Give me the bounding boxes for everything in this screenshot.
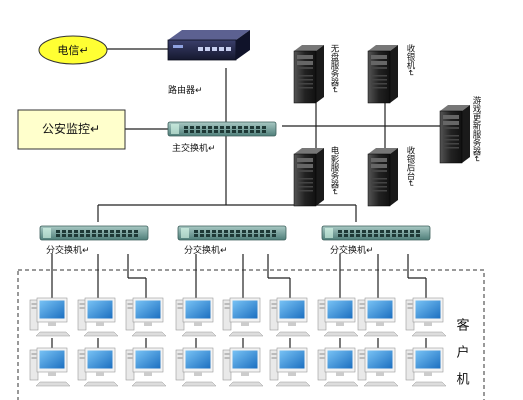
access-switch-3-label: 分交换机↵: [330, 244, 374, 256]
clients-label: 客户机: [454, 317, 470, 399]
access-switch-2-icon: [177, 225, 287, 241]
router-icon: [167, 30, 250, 61]
cashier-backend-label: 收银后台↵: [405, 145, 415, 187]
client-area-border: [17, 269, 485, 400]
cashier-backend-icon: [367, 147, 399, 207]
client-pc-icon: [222, 347, 264, 387]
access-switch-1-label: 分交换机↵: [46, 244, 90, 256]
client-pc-icon: [357, 347, 399, 387]
main-switch-label: 主交换机↵: [172, 142, 216, 154]
access-switch-1-icon: [39, 225, 149, 241]
movie-server-icon: [293, 147, 325, 207]
main-switch-icon: [167, 121, 277, 137]
client-pc-icon: [175, 347, 217, 387]
game-update-server-label: 游戏更新服务器↵: [471, 95, 481, 162]
client-pc-icon: [222, 297, 264, 337]
client-pc-icon: [269, 297, 311, 337]
access-switch-3-icon: [321, 225, 431, 241]
client-pc-icon: [125, 347, 167, 387]
police-monitor-label: 公安监控↵: [42, 121, 100, 136]
client-pc-icon: [29, 347, 71, 387]
client-pc-icon: [317, 347, 359, 387]
client-pc-icon: [317, 297, 359, 337]
movie-server-label: 电影服务器↵: [329, 145, 339, 195]
cashier-machine-label: 收银机↵: [405, 43, 415, 76]
diskless-server-icon: [293, 44, 325, 104]
client-pc-icon: [405, 347, 447, 387]
telecom-node: 电信↵: [38, 35, 108, 65]
cashier-machine-icon: [367, 44, 399, 104]
client-pc-icon: [77, 347, 119, 387]
client-pcs: [29, 297, 447, 387]
diskless-server-label: 无盘服务器↵: [329, 44, 339, 94]
access-switch-2-label: 分交换机↵: [184, 244, 228, 256]
client-pc-icon: [357, 297, 399, 337]
telecom-label: 电信↵: [57, 44, 88, 57]
client-pc-icon: [29, 297, 71, 337]
client-pc-icon: [405, 297, 447, 337]
police-monitor-node: 公安监控↵: [17, 109, 126, 150]
client-pc-icon: [175, 297, 217, 337]
game-update-server-icon: [439, 104, 471, 164]
client-pc-icon: [269, 347, 311, 387]
client-pc-icon: [77, 297, 119, 337]
router-label: 路由器↵: [168, 84, 203, 96]
client-pc-icon: [125, 297, 167, 337]
